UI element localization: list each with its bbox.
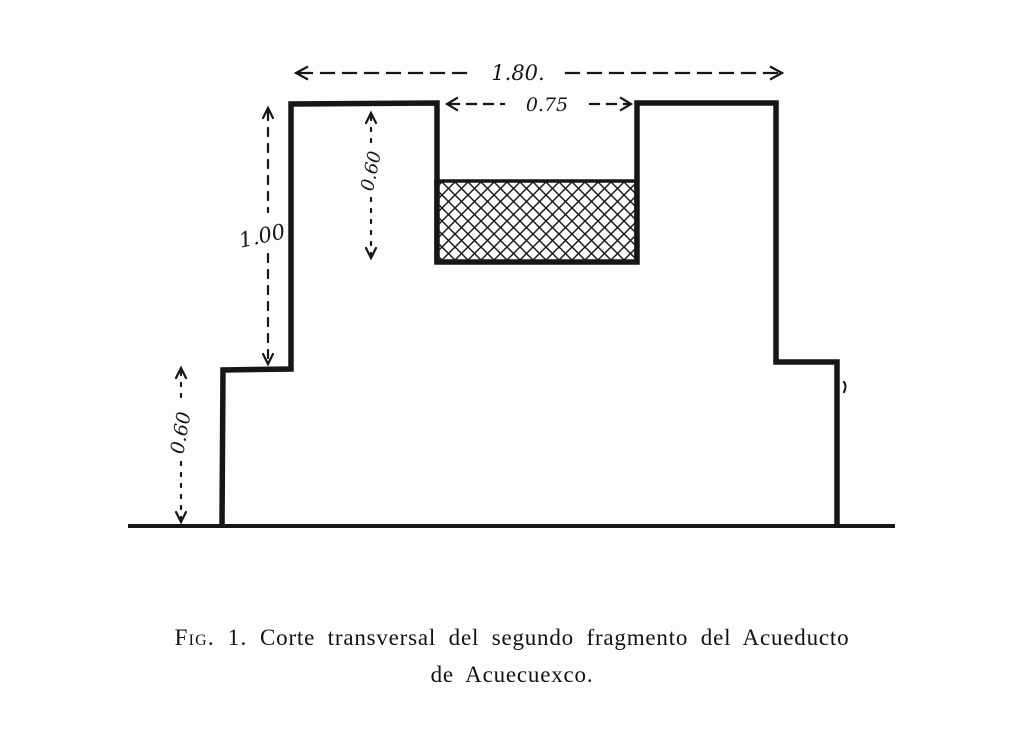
aqueduct-cross-section-diagram: 1.80. 0.75 0.60 1.00: [128, 61, 895, 528]
hatched-water-channel-fill: [434, 179, 638, 264]
caption-line-1: Fig. 1. Corte transversal del segundo fr…: [0, 619, 1024, 656]
arrow-left-icon: [444, 96, 459, 112]
dim-label-channel-width: 0.75: [526, 94, 568, 116]
arrow-right-icon: [769, 65, 785, 81]
arrow-up-icon: [174, 365, 188, 380]
caption-text: Corte transversal del segundo fragmento …: [260, 625, 850, 650]
pen-mark: [842, 380, 847, 394]
arrow-right-icon: [619, 96, 634, 112]
arrow-up-icon: [261, 105, 275, 120]
arrow-down-icon: [261, 352, 275, 367]
cross-section-outline: [219, 100, 840, 528]
dimension-base-height: 0.60: [167, 365, 196, 525]
arrow-up-icon: [364, 110, 378, 125]
dim-label-base-height: 0.60: [167, 410, 196, 455]
dimension-wall-height: 1.00: [237, 105, 288, 367]
arrow-down-icon: [364, 246, 378, 261]
arrow-left-icon: [293, 65, 309, 81]
dimension-top-width: 1.80.: [293, 61, 785, 85]
figure-number-label: Fig. 1.: [174, 625, 248, 650]
dimension-channel-width: 0.75: [444, 94, 634, 116]
dim-label-wall-height: 1.00: [237, 219, 288, 252]
dim-label-top-width: 1.80.: [491, 61, 544, 85]
dim-label-channel-depth: 0.60: [357, 149, 386, 193]
figure-caption: Fig. 1. Corte transversal del segundo fr…: [0, 619, 1024, 694]
dimension-channel-depth: 0.60: [357, 110, 386, 261]
arrow-down-icon: [174, 510, 188, 525]
caption-line-2: de Acuecuexco.: [430, 662, 594, 688]
